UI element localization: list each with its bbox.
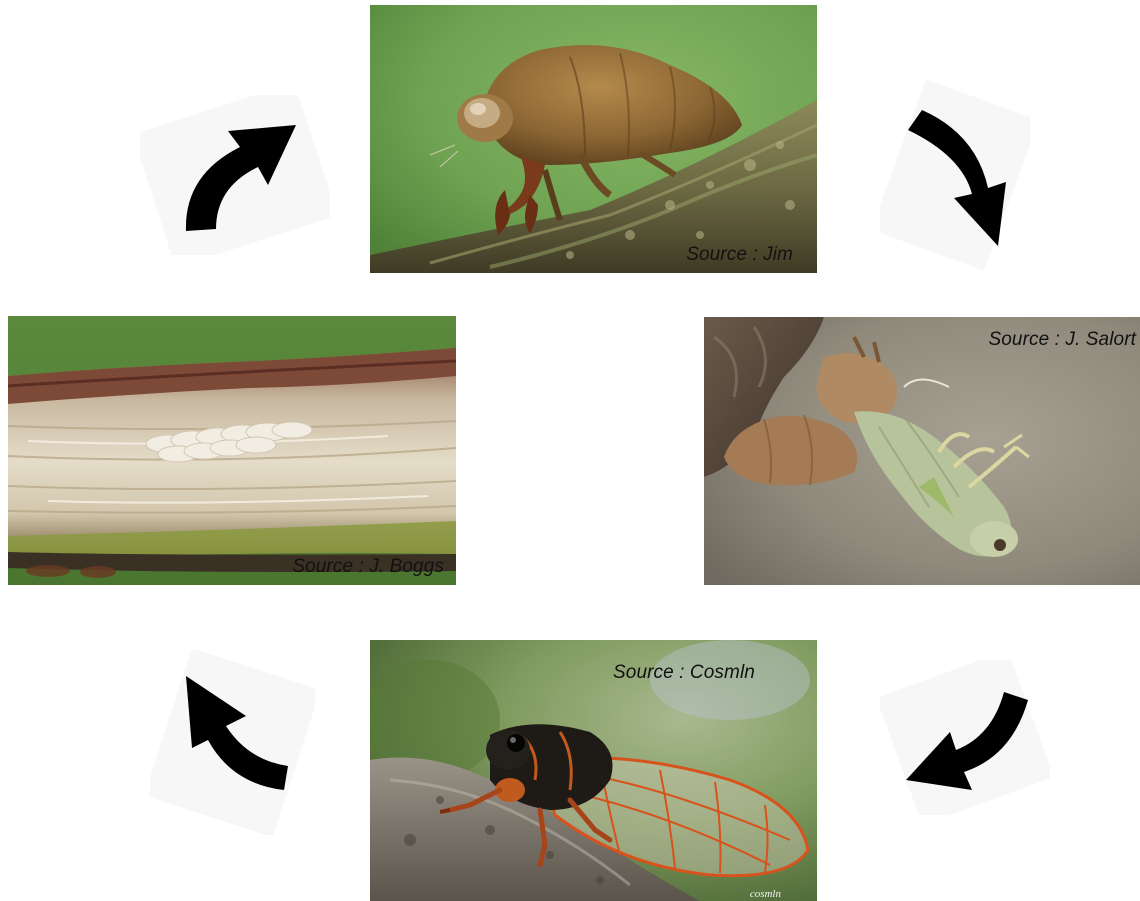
photo-emergence: Source : J. Salort <box>704 317 1140 585</box>
eggs-illustration <box>8 316 456 585</box>
photographer-watermark: cosmln <box>750 888 781 900</box>
photo-source-caption: Source : Cosmln <box>613 662 755 684</box>
photo-adult-cicada: Source : Cosmln cosmln <box>370 640 817 901</box>
photo-source-caption: Source : J. Boggs <box>292 556 444 578</box>
curved-arrow-up-left-icon <box>150 650 315 835</box>
curved-arrow-up-right-icon <box>140 95 330 255</box>
photo-nymph: Source : Jim <box>370 5 817 273</box>
photo-source-caption: Source : J. Salort <box>988 329 1136 351</box>
photo-source-caption: Source : Jim <box>686 244 793 266</box>
curved-arrow-down-right-icon <box>880 80 1030 270</box>
curved-arrow-down-left-icon <box>880 660 1050 815</box>
photo-eggs-in-twig: Source : J. Boggs <box>8 316 456 585</box>
nymph-illustration <box>370 5 817 273</box>
emergence-illustration <box>704 317 1140 585</box>
